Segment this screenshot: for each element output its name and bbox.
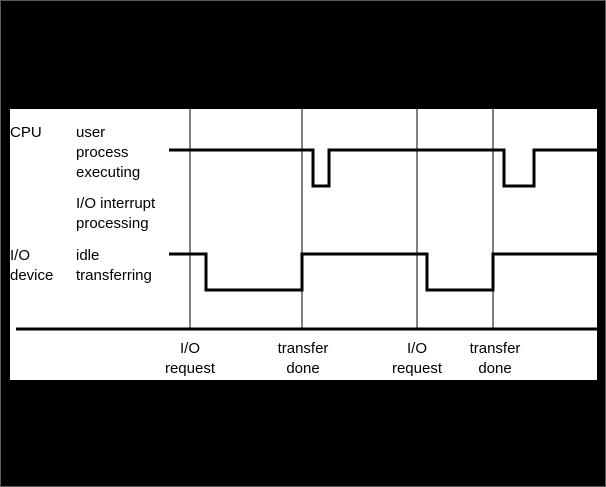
- timing-diagram-canvas: [16, 109, 597, 331]
- io-device-label: I/O device: [10, 247, 54, 284]
- event-label-io-request-1: I/O request: [164, 340, 216, 377]
- event-label-transfer-done-1: transfer done: [277, 340, 329, 377]
- cpu-state-high-label: user process executing: [76, 124, 141, 181]
- cpu-state-low-label: I/O interrupt processing: [76, 195, 156, 232]
- event-label-io-request-2: I/O request: [391, 340, 443, 377]
- io-state-low-label: transferring: [76, 267, 152, 284]
- cpu-waveform: [169, 148, 597, 188]
- io-device-waveform: [169, 252, 597, 292]
- timing-diagram-panel: CPU user process executing I/O interrupt…: [10, 109, 597, 380]
- io-state-high-label: idle: [76, 247, 100, 264]
- event-label-transfer-done-2: transfer done: [469, 340, 521, 377]
- cpu-label: CPU: [10, 124, 42, 141]
